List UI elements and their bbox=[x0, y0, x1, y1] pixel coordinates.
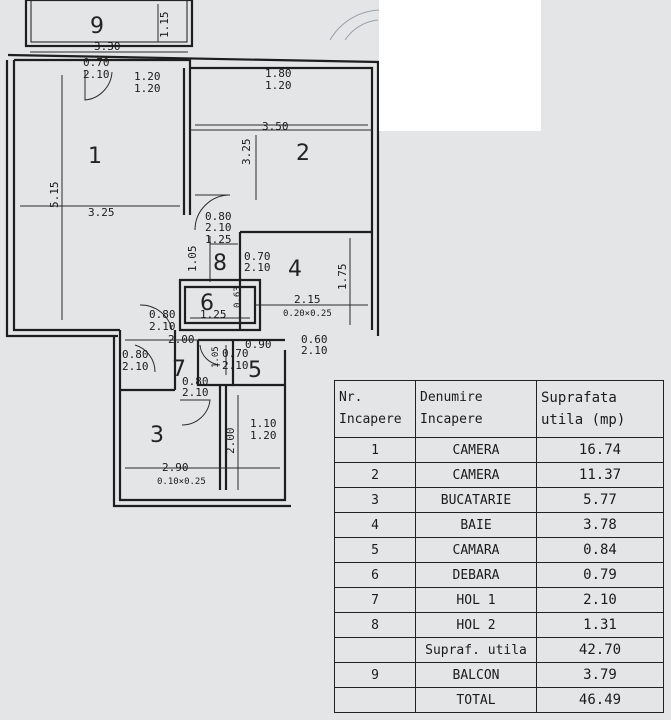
dim-door-hol1-w: 0.80 bbox=[149, 308, 176, 321]
stamp-mark bbox=[329, 9, 381, 41]
dim-hol1-width: 2.00 bbox=[168, 333, 195, 346]
blank-patch bbox=[379, 0, 541, 131]
room-no-1: 1 bbox=[88, 144, 102, 169]
dim-room-4-width: 2.15 bbox=[294, 293, 321, 306]
dim-door-7-h: 2.10 bbox=[122, 360, 149, 373]
dim-room-3-wall: 0.10×0.25 bbox=[157, 477, 206, 487]
dimension-labels: 1.15 3.30 0.70 2.10 1.20 1.20 1.80 1.20 … bbox=[48, 12, 349, 488]
dim-door-hol1-h: 2.10 bbox=[149, 320, 176, 333]
dim-balcony-width: 3.30 bbox=[94, 40, 121, 53]
dimension-lines bbox=[20, 4, 368, 490]
interior-walls bbox=[120, 68, 372, 490]
stamp-mark-inner bbox=[344, 19, 379, 41]
dim-window-3-w: 1.10 bbox=[250, 417, 277, 430]
room-no-7: 7 bbox=[172, 357, 186, 382]
dim-room-3-depth: 2.00 bbox=[224, 428, 237, 455]
dim-door-3-h: 2.10 bbox=[182, 386, 209, 399]
dim-door-right-w: 0.60 bbox=[301, 333, 328, 346]
dim-balcony-height: 1.15 bbox=[158, 12, 171, 39]
dim-room-4-depth: 1.75 bbox=[336, 264, 349, 291]
room-no-4: 4 bbox=[288, 257, 302, 282]
doors bbox=[84, 70, 231, 426]
dim-door-entry-h: 2.10 bbox=[83, 68, 110, 81]
dim-window-1-h: 1.20 bbox=[134, 82, 161, 95]
dim-door-8-h: 2.10 bbox=[205, 221, 232, 234]
dim-window-2-h: 1.20 bbox=[265, 79, 292, 92]
room-no-2: 2 bbox=[296, 141, 310, 166]
room-numbers: 9 1 2 8 4 6 7 5 3 bbox=[88, 14, 310, 448]
dim-room-3-width: 2.90 bbox=[162, 461, 189, 474]
dim-room-5-depth: 1.05 bbox=[211, 346, 221, 368]
dim-door-entry-w: 0.70 bbox=[83, 56, 110, 69]
dim-door-right-h: 2.10 bbox=[301, 344, 328, 357]
dim-door-5-w: 0.70 bbox=[222, 347, 249, 360]
dim-room-4-wall: 0.20×0.25 bbox=[283, 309, 332, 319]
room-no-5: 5 bbox=[248, 358, 262, 383]
dim-room-1-width: 3.25 bbox=[88, 206, 115, 219]
dim-room-2-depth: 3.25 bbox=[240, 139, 253, 166]
dim-door-8-w: 0.80 bbox=[205, 210, 232, 223]
dim-hol2-depth: 1.05 bbox=[186, 246, 199, 273]
room-no-9: 9 bbox=[90, 14, 104, 39]
room-no-3: 3 bbox=[150, 423, 164, 448]
dim-room-6-depth: 0.63 bbox=[233, 286, 243, 308]
room-9-balcony bbox=[24, 0, 194, 48]
room-no-6: 6 bbox=[200, 291, 214, 316]
dim-window-1-w: 1.20 bbox=[134, 70, 161, 83]
dim-door-4-w: 0.70 bbox=[244, 250, 271, 263]
dim-window-2-w: 1.80 bbox=[265, 67, 292, 80]
dim-room-6-width: 1.25 bbox=[200, 308, 227, 321]
room-no-8: 8 bbox=[213, 251, 227, 276]
dim-door-7-w: 0.80 bbox=[122, 348, 149, 361]
dim-door-4-h: 2.10 bbox=[244, 261, 271, 274]
header-nr: Nr.Incapere bbox=[334, 380, 416, 438]
dim-door-5-h: 2.10 bbox=[222, 359, 249, 372]
dim-room-5-width: 0.90 bbox=[245, 338, 272, 351]
dim-door-3-w: 0.80 bbox=[182, 375, 209, 388]
dim-window-3-h: 1.20 bbox=[250, 429, 277, 442]
dim-room-1-depth: 5.15 bbox=[48, 182, 61, 209]
dim-room-2-width: 3.50 bbox=[262, 120, 289, 133]
dim-hol2-width: 1.25 bbox=[205, 233, 232, 246]
